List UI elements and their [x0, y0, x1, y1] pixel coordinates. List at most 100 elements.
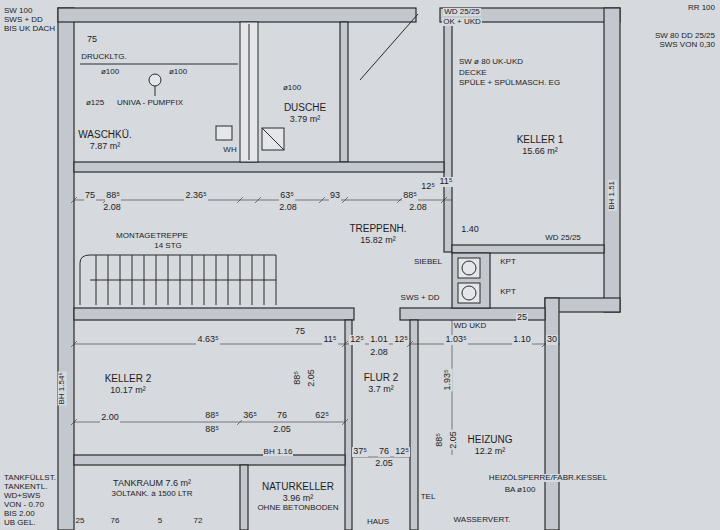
shaft-line: [249, 24, 250, 160]
dimension-label: 1.40: [460, 225, 480, 235]
inner-wall: [410, 320, 418, 530]
dimension-label: UNIVA - PUMPFIX: [116, 99, 184, 108]
dimension-label: 25: [75, 517, 86, 526]
dimension-label: VON - 0.70: [3, 501, 45, 510]
room-label: DUSCHE3.79 m²: [282, 101, 328, 125]
dimension-label: 63⁵: [279, 191, 295, 201]
room-note: 3ÖLTANK. à 1500 LTR: [112, 489, 193, 498]
dimension-label: BH 1.51: [608, 180, 617, 211]
dimension-label: 75: [84, 191, 96, 201]
dimension-label: 88⁵: [204, 425, 220, 435]
inner-wall: [74, 162, 444, 172]
dimension-label: WASSERVERT.: [453, 516, 512, 525]
inner-wall: [74, 455, 345, 465]
dimension-label: 2.08: [369, 348, 389, 358]
room-name: FLUR 2: [364, 372, 398, 384]
stair-tread: [156, 255, 157, 305]
dimension-label: 14 STG: [153, 242, 183, 251]
stair-tread: [240, 255, 241, 305]
dimension-label: 36⁵: [242, 411, 258, 421]
door-line: [360, 14, 418, 80]
inner-wall: [345, 320, 352, 530]
dimension-label: 12⁵: [420, 182, 436, 192]
dimension-label: WD+SWS: [3, 492, 41, 501]
chimney-block: [452, 253, 490, 308]
dimension-label: 88⁵: [293, 370, 303, 386]
dimension-label: BIS UK DACH: [3, 25, 56, 34]
stair-tread: [252, 255, 253, 305]
dimension-label: ø100: [100, 68, 120, 77]
room-note: 3.79 m²: [284, 114, 326, 124]
inner-wall: [240, 465, 248, 530]
dimension-label: KPT: [499, 258, 517, 267]
outer-wall: [545, 298, 559, 530]
flue-pipe: [462, 261, 476, 275]
dimension-label: 88⁵: [435, 432, 445, 448]
water-heater: [216, 126, 232, 140]
dimension-label: 72: [193, 517, 204, 526]
dimension-label: 1.03⁵: [444, 335, 467, 345]
room-name: HEIZUNG: [468, 434, 513, 446]
pipe: [155, 86, 156, 96]
dimension-label: KPT: [499, 288, 517, 297]
dimension-label: SWS + DD: [3, 16, 44, 25]
inner-wall: [444, 22, 452, 252]
dimension-label: 62⁵: [314, 411, 330, 421]
room-label: KELLER 210.17 m²: [103, 372, 154, 396]
room-name: TREPPENH.: [349, 223, 406, 235]
dimension-label: 2.05: [449, 430, 459, 450]
dimension-label: SPÜLE + SPÜLMASCH. EG: [458, 79, 561, 88]
dimension-label: WD 25/25: [443, 8, 481, 17]
shower-tray: [262, 128, 284, 150]
stair-tread: [216, 255, 217, 305]
room-label: TANKRAUM 7.6 m²3ÖLTANK. à 1500 LTR: [110, 477, 195, 499]
inner-wall: [74, 308, 354, 320]
dimension-label: 2.08: [102, 203, 122, 213]
dimension-label: BA ø100: [504, 486, 537, 495]
dimension-label: 75: [294, 327, 306, 337]
room-name: TANKRAUM 7.6 m²: [112, 478, 193, 488]
dimension-label: SWS + DD: [400, 294, 441, 303]
dimension-label: 2.05: [307, 368, 317, 388]
dimension-label: 76: [378, 447, 390, 457]
dimension-label: WD UKD: [453, 322, 487, 331]
stair-tread: [96, 255, 97, 305]
dimension-label: TANKFÜLLST.: [3, 474, 57, 483]
dimension-label: 88⁵: [402, 191, 418, 201]
room-name: NATURKELLER: [257, 481, 338, 493]
stair-tread: [228, 255, 229, 305]
room-name: KELLER 1: [517, 134, 564, 146]
stair-outline: [80, 255, 276, 305]
room-label: HEIZUNG12.2 m²: [466, 433, 515, 457]
stair-tread: [180, 255, 181, 305]
dimension-label: 12⁵: [394, 447, 410, 457]
dimension-label: DECKE: [458, 69, 488, 78]
dimension-label: SW 100: [3, 7, 33, 16]
outer-wall: [58, 8, 74, 530]
outer-wall: [604, 8, 620, 312]
dimension-label: 88⁵: [204, 411, 220, 421]
room-note: 15.66 m²: [517, 146, 564, 156]
dimension-label: 25: [516, 313, 528, 323]
dimension-label: SIEBEL: [413, 258, 443, 267]
pressure-pipe: [80, 64, 238, 65]
stair-tread: [120, 255, 121, 305]
room-name: WASCHKÜ.: [78, 129, 132, 141]
dimension-label: 2.00: [100, 413, 120, 423]
stair-tread: [132, 255, 133, 305]
stair-tread: [144, 255, 145, 305]
room-note: 15.82 m²: [349, 235, 406, 245]
dimension-label: 37⁵: [352, 447, 368, 457]
inner-wall: [452, 245, 604, 253]
dimension-label: 1.01: [369, 335, 389, 345]
dimension-label: HEIZÖLSPERRE/FABR.KESSEL: [488, 474, 608, 483]
dimension-label: 2.36⁵: [184, 191, 207, 201]
dimension-label: 2.05: [374, 459, 394, 469]
dimension-label: TEL: [420, 493, 437, 502]
flue-pipe: [462, 286, 476, 300]
dimension-label: 75: [86, 35, 98, 45]
dimension-label: UB GEL.: [3, 519, 37, 528]
dimension-label: OK + UKD: [442, 18, 482, 27]
pipe-shaft: [240, 22, 258, 162]
stair-handrail: [90, 280, 276, 281]
